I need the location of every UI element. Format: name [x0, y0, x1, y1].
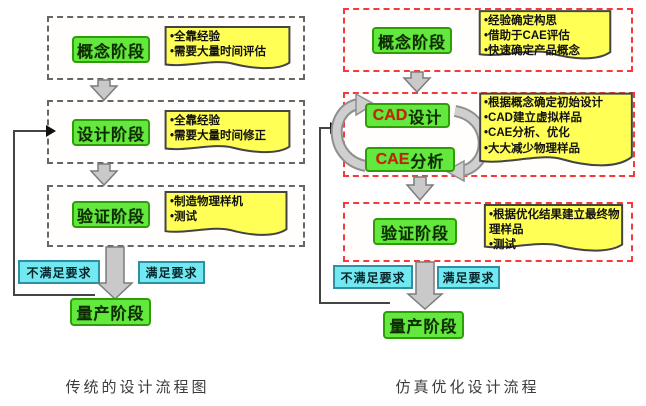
- feedback-line-left: [13, 130, 95, 296]
- right-decision-pass: 满足要求: [437, 266, 500, 289]
- note-text: 全靠经验 需要大量时间评估: [163, 26, 292, 62]
- down-arrow: [402, 71, 432, 94]
- note-text: 制造物理样机 测试: [163, 191, 289, 227]
- decision-label: 满足要求: [145, 266, 198, 280]
- right-stage-verify: 验证阶段: [373, 218, 457, 245]
- stage-label: 量产阶段: [389, 319, 458, 336]
- note-text: 根据优化结果建立最终物理样品 测试: [482, 204, 625, 256]
- stage-label: 验证阶段: [380, 225, 449, 243]
- left-decision-pass: 满足要求: [138, 261, 205, 284]
- left-stage-concept: 概念阶段: [72, 36, 150, 63]
- note-item: 根据优化结果建立最终物理样品: [489, 208, 621, 238]
- note-item: 需要大量时间修正: [170, 129, 288, 144]
- note-item: 测试: [489, 238, 621, 253]
- note-item: 大大减少物理样品: [484, 142, 631, 157]
- note-item: 测试: [170, 210, 285, 225]
- left-caption: 传统的设计流程图: [65, 378, 210, 396]
- stage-label: 量产阶段: [76, 306, 145, 323]
- right-note-verify: 根据优化结果建立最终物理样品 测试: [482, 204, 625, 256]
- down-arrow-long: [96, 246, 134, 301]
- left-stage-verify: 验证阶段: [72, 201, 150, 228]
- stage-label: 设计阶段: [76, 126, 145, 144]
- note-item: CAD建立虚拟样品: [484, 111, 631, 126]
- cad-label-zh: 设计: [408, 109, 443, 127]
- cae-label-en: CAE: [375, 150, 410, 168]
- note-item: 根据概念确定初始设计: [484, 96, 631, 111]
- right-stage-production: 量产阶段: [383, 311, 464, 339]
- note-item: CAE分析、优化: [484, 126, 631, 141]
- left-stage-design: 设计阶段: [72, 119, 150, 146]
- right-stage-concept: 概念阶段: [372, 27, 452, 54]
- down-arrow-long: [406, 261, 444, 311]
- note-item: 全靠经验: [170, 114, 288, 129]
- stage-label: 概念阶段: [76, 43, 145, 61]
- decision-label: 满足要求: [442, 271, 495, 285]
- left-note-verify: 制造物理样机 测试: [163, 191, 289, 240]
- note-item: 经验确定构思: [484, 14, 609, 29]
- down-arrow: [89, 163, 119, 187]
- feedback-line-right: [319, 127, 390, 304]
- down-arrow: [405, 176, 435, 202]
- cad-label-en: CAD: [372, 106, 408, 124]
- note-item: 借助于CAE评估: [484, 29, 609, 44]
- right-caption: 仿真优化设计流程: [395, 378, 540, 396]
- left-note-design: 全靠经验 需要大量时间修正: [163, 110, 292, 157]
- note-item: 快速确定产品概念: [484, 44, 609, 59]
- note-text: 根据概念确定初始设计 CAD建立虚拟样品 CAE分析、优化 大大减少物理样品: [477, 92, 635, 159]
- right-note-loop: 根据概念确定初始设计 CAD建立虚拟样品 CAE分析、优化 大大减少物理样品: [477, 92, 635, 173]
- right-decision-fail: 不满足要求: [333, 265, 413, 289]
- left-stage-production: 量产阶段: [70, 298, 151, 326]
- decision-label: 不满足要求: [340, 270, 406, 285]
- note-text: 全靠经验 需要大量时间修正: [163, 110, 292, 146]
- left-note-concept: 全靠经验 需要大量时间评估: [163, 26, 292, 73]
- cae-label-zh: 分析: [410, 153, 445, 171]
- feedback-arrowhead-left: [46, 125, 56, 137]
- note-item: 全靠经验: [170, 30, 288, 45]
- note-item: 需要大量时间评估: [170, 45, 288, 60]
- note-item: 制造物理样机: [170, 195, 285, 210]
- note-text: 经验确定构思 借助于CAE评估 快速确定产品概念: [477, 10, 613, 62]
- loop-arrow-left-fill: [332, 100, 368, 170]
- left-decision-fail: 不满足要求: [18, 260, 100, 284]
- decision-label: 不满足要求: [26, 265, 92, 280]
- stage-label: 验证阶段: [76, 208, 145, 226]
- stage-label: 概念阶段: [377, 34, 446, 52]
- down-arrow: [89, 79, 119, 102]
- right-note-concept: 经验确定构思 借助于CAE评估 快速确定产品概念: [477, 10, 613, 64]
- loop-arrowhead-bottom: [444, 159, 465, 183]
